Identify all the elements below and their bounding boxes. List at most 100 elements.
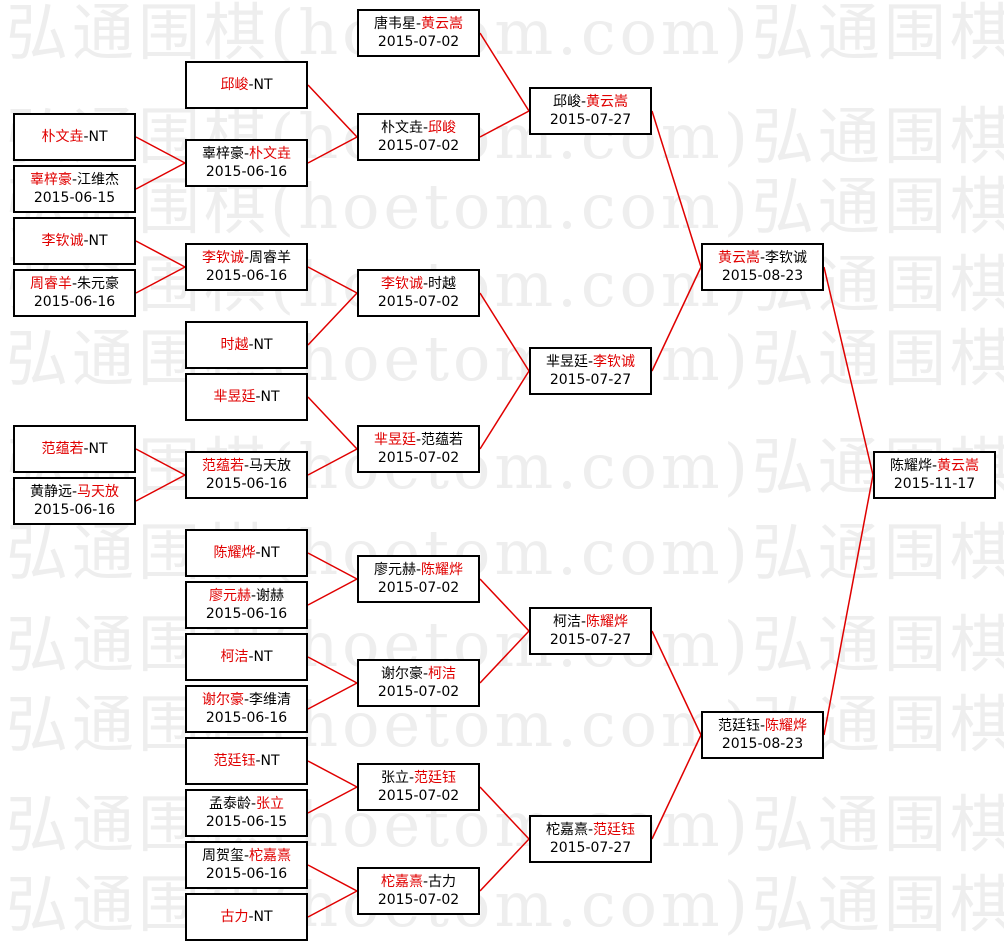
- match-players: 李钦诚-周睿羊: [202, 249, 291, 267]
- match-players: 廖元赫-陈耀烨: [374, 561, 463, 579]
- bracket-connector: [651, 110, 702, 268]
- match-players: 陈耀烨-黄云嵩: [890, 457, 979, 475]
- player-1-name: 辜梓豪: [29, 172, 72, 188]
- match-players: 时越-NT: [220, 336, 272, 354]
- match-date: 2015-06-16: [33, 502, 116, 518]
- player-1-name: 范蕴若: [201, 458, 244, 474]
- match-players: 孟泰龄-张立: [209, 795, 284, 813]
- match-box-r2-7: 陈耀烨-NT: [185, 529, 308, 577]
- bracket-connector: [307, 396, 358, 450]
- match-players: 范廷钰-陈耀烨: [718, 717, 807, 735]
- vs-separator: -: [243, 250, 250, 266]
- player-1-name: 范蕴若: [41, 441, 84, 457]
- bracket-connector: [479, 578, 530, 632]
- match-players: 廖元赫-谢赫: [209, 587, 284, 605]
- bracket-connector: [135, 266, 186, 294]
- match-players: 范廷钰-NT: [213, 752, 279, 770]
- player-2-name: 邱峻: [428, 120, 457, 136]
- match-date: 2015-06-16: [33, 294, 116, 310]
- bracket-connector: [479, 292, 530, 372]
- vs-separator: -: [255, 545, 261, 561]
- match-players: 朴文垚-邱峻: [381, 119, 456, 137]
- bracket-connector: [307, 656, 358, 684]
- vs-separator: -: [422, 874, 429, 890]
- bracket-connector: [823, 266, 874, 476]
- match-date: 2015-06-16: [205, 164, 288, 180]
- bracket-connector: [307, 84, 358, 138]
- player-1-name: 芈昱廷: [373, 432, 416, 448]
- bracket-connector: [135, 240, 186, 268]
- player-2-name: 陈耀烨: [765, 718, 808, 734]
- vs-separator: -: [255, 389, 261, 405]
- player-1-name: 时越: [220, 337, 249, 353]
- match-box-r2-4: 时越-NT: [185, 321, 308, 369]
- player-1-name: 范廷钰: [213, 753, 256, 769]
- match-players: 谢尔豪-李维清: [202, 691, 291, 709]
- match-players: 柁嘉熹-范廷钰: [546, 821, 635, 839]
- match-players: 黄静远-马天放: [30, 483, 119, 501]
- vs-separator: -: [248, 909, 254, 925]
- match-box-r2-14: 古力-NT: [185, 893, 308, 941]
- bracket-connector: [307, 864, 358, 892]
- player-2-name: 李钦诚: [593, 354, 636, 370]
- bracket-connector: [307, 760, 358, 788]
- player-1-name: 邱峻: [552, 94, 581, 110]
- match-players: 邱峻-黄云嵩: [553, 93, 628, 111]
- player-1-name: 陈耀烨: [213, 545, 256, 561]
- match-box-r3-8: 柁嘉熹-古力 2015-07-02: [357, 867, 480, 915]
- vs-separator: -: [255, 753, 261, 769]
- vs-separator: -: [83, 129, 89, 145]
- match-date: 2015-06-16: [205, 710, 288, 726]
- vs-separator: -: [759, 250, 766, 266]
- player-1-name: 谢尔豪: [380, 666, 423, 682]
- match-players: 谢尔豪-柯洁: [381, 665, 456, 683]
- player-1-name: 周睿羊: [29, 276, 72, 292]
- player-1-name: 黄云嵩: [717, 250, 760, 266]
- player-2-name: NT: [260, 753, 280, 769]
- player-1-name: 朴文垚: [41, 129, 84, 145]
- match-players: 辜梓豪-江维杰: [30, 171, 119, 189]
- bracket-connector: [135, 474, 186, 502]
- bracket-connector: [307, 266, 358, 294]
- match-date: 2015-07-02: [377, 892, 460, 908]
- player-2-name: 黄云嵩: [586, 94, 629, 110]
- player-2-name: 朱元豪: [77, 276, 120, 292]
- player-2-name: 时越: [428, 276, 457, 292]
- player-2-name: NT: [88, 129, 108, 145]
- match-players: 辜梓豪-朴文垚: [202, 145, 291, 163]
- match-box-r2-5: 芈昱廷-NT: [185, 373, 308, 421]
- bracket-connector: [307, 786, 358, 814]
- player-2-name: 黄云嵩: [937, 458, 980, 474]
- match-players: 邱峻-NT: [220, 76, 272, 94]
- player-2-name: 范蕴若: [421, 432, 464, 448]
- vs-separator: -: [580, 94, 587, 110]
- player-2-name: 黄云嵩: [421, 16, 464, 32]
- vs-separator: -: [250, 796, 257, 812]
- bracket-connector: [479, 786, 530, 840]
- bracket-connector: [479, 110, 530, 138]
- vs-separator: -: [243, 146, 250, 162]
- match-date: 2015-07-02: [377, 294, 460, 310]
- player-2-name: 范廷钰: [593, 822, 636, 838]
- player-2-name: 张立: [256, 796, 285, 812]
- vs-separator: -: [248, 77, 254, 93]
- player-1-name: 柁嘉熹: [380, 874, 423, 890]
- player-2-name: 朴文垚: [249, 146, 292, 162]
- match-players: 范蕴若-马天放: [202, 457, 291, 475]
- player-2-name: 古力: [428, 874, 457, 890]
- match-date: 2015-06-15: [33, 190, 116, 206]
- vs-separator: -: [422, 666, 429, 682]
